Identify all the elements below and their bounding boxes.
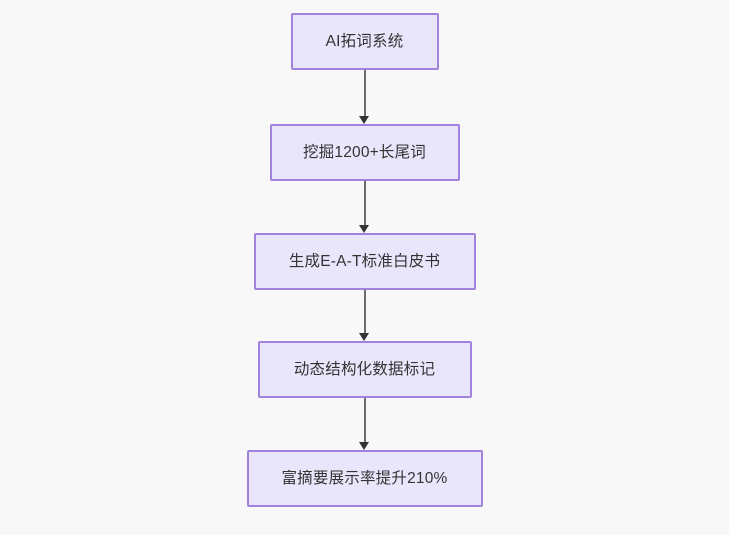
flow-node-label: 动态结构化数据标记 [293, 360, 436, 378]
flow-node-mine-longtail-keywords[interactable]: 挖掘1200+长尾词 [269, 124, 460, 181]
flow-node-dynamic-structured-data-markup[interactable]: 动态结构化数据标记 [257, 341, 472, 398]
flow-node-label: AI拓词系统 [325, 32, 404, 50]
arrowhead-down-icon [359, 225, 369, 233]
edge-line [363, 70, 366, 116]
arrowhead-down-icon [359, 333, 369, 341]
flow-edge-node0-to-node1 [358, 70, 372, 124]
flow-node-ai-keyword-system[interactable]: AI拓词系统 [290, 13, 439, 70]
flow-edge-node1-to-node2 [358, 181, 372, 233]
flow-edge-node2-to-node3 [358, 290, 372, 341]
edge-line [363, 398, 366, 442]
edge-line [363, 290, 366, 333]
flow-node-generate-eat-whitepaper[interactable]: 生成E-A-T标准白皮书 [253, 233, 476, 290]
flow-node-label: 生成E-A-T标准白皮书 [288, 252, 441, 270]
flow-node-label: 挖掘1200+长尾词 [302, 143, 427, 161]
flow-node-label: 富摘要展示率提升210% [281, 469, 448, 487]
flow-node-rich-snippet-rate-increase[interactable]: 富摘要展示率提升210% [246, 450, 483, 507]
edge-line [363, 181, 366, 225]
arrowhead-down-icon [359, 442, 369, 450]
arrowhead-down-icon [359, 116, 369, 124]
flow-edge-node3-to-node4 [358, 398, 372, 450]
